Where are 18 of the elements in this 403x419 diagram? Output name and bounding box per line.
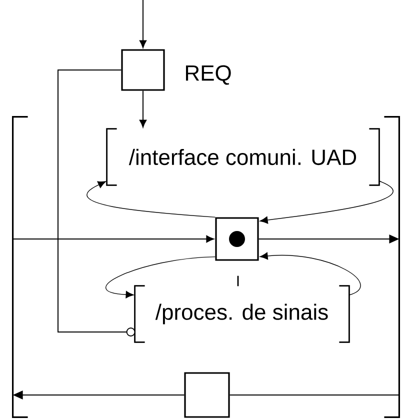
- arrow: [260, 180, 394, 224]
- arrow: [139, 0, 147, 48]
- place-box: [184, 372, 230, 418]
- arrow: [139, 90, 147, 128]
- arrow: [260, 252, 361, 296]
- arrow: [12, 390, 185, 400]
- arrow: [105, 256, 216, 298]
- arrow: [258, 234, 400, 244]
- node-label: REQ: [186, 65, 231, 85]
- inhibitor-arc: [58, 70, 136, 336]
- node-label: I: [237, 276, 239, 286]
- arrow: [86, 181, 216, 218]
- arrow: [12, 235, 214, 243]
- bracket-frame: [12, 116, 400, 418]
- bracket-box: /interface comuni. UAD: [106, 128, 380, 186]
- place-box: [215, 217, 259, 261]
- bracket-box: /proces. de sinais: [134, 285, 350, 343]
- place-box: [121, 49, 165, 91]
